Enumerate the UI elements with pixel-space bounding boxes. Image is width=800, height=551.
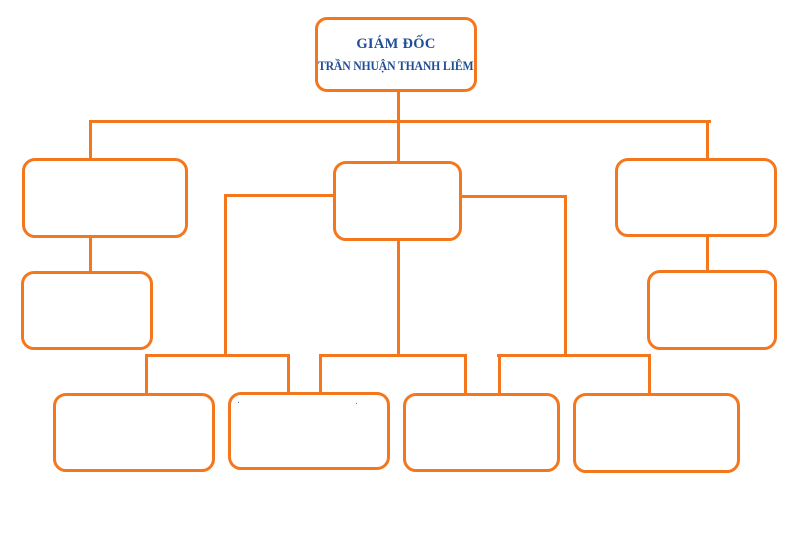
connector-bus-right-drop [706, 120, 709, 159]
connector-leg-bottom3b [498, 354, 501, 394]
stray-mark-right: . [355, 397, 358, 407]
connector-left-sub [89, 236, 92, 272]
org-node-center [333, 161, 462, 241]
connector-center-bottom-v [397, 239, 400, 357]
connector-right-sub [706, 236, 709, 271]
connector-center-right-h [461, 195, 567, 198]
org-node-bottom-2 [228, 392, 390, 470]
connector-leg-bottom3a [464, 354, 467, 394]
connector-root-drop [397, 92, 400, 161]
director-name: TRẦN NHUẬN THANH LIÊM [318, 59, 474, 73]
connector-center-right-v [564, 195, 567, 357]
connector-bus [89, 120, 711, 123]
org-node-left-sub [21, 271, 153, 350]
org-node-right-sub [647, 270, 777, 350]
connector-rail-3 [497, 354, 651, 357]
org-node-bottom-3 [403, 393, 560, 472]
stray-mark-left: . [237, 396, 240, 406]
org-node-right-top [615, 158, 777, 237]
connector-leg-bottom1 [145, 354, 148, 394]
connector-bus-left-drop [89, 120, 92, 159]
connector-leg-bottom4 [648, 354, 651, 394]
connector-leg-bottom2b [319, 354, 322, 394]
director-title: GIÁM ĐỐC [356, 35, 436, 52]
org-node-left-top [22, 158, 188, 238]
connector-leg-bottom2a [287, 354, 290, 394]
connector-rail-2 [319, 354, 467, 357]
connector-center-left-h [224, 194, 334, 197]
connector-rail-1 [145, 354, 290, 357]
connector-center-left-v [224, 194, 227, 357]
org-node-bottom-4 [573, 393, 740, 473]
org-node-bottom-1 [53, 393, 215, 472]
org-node-director: GIÁM ĐỐC TRẦN NHUẬN THANH LIÊM [315, 17, 477, 92]
